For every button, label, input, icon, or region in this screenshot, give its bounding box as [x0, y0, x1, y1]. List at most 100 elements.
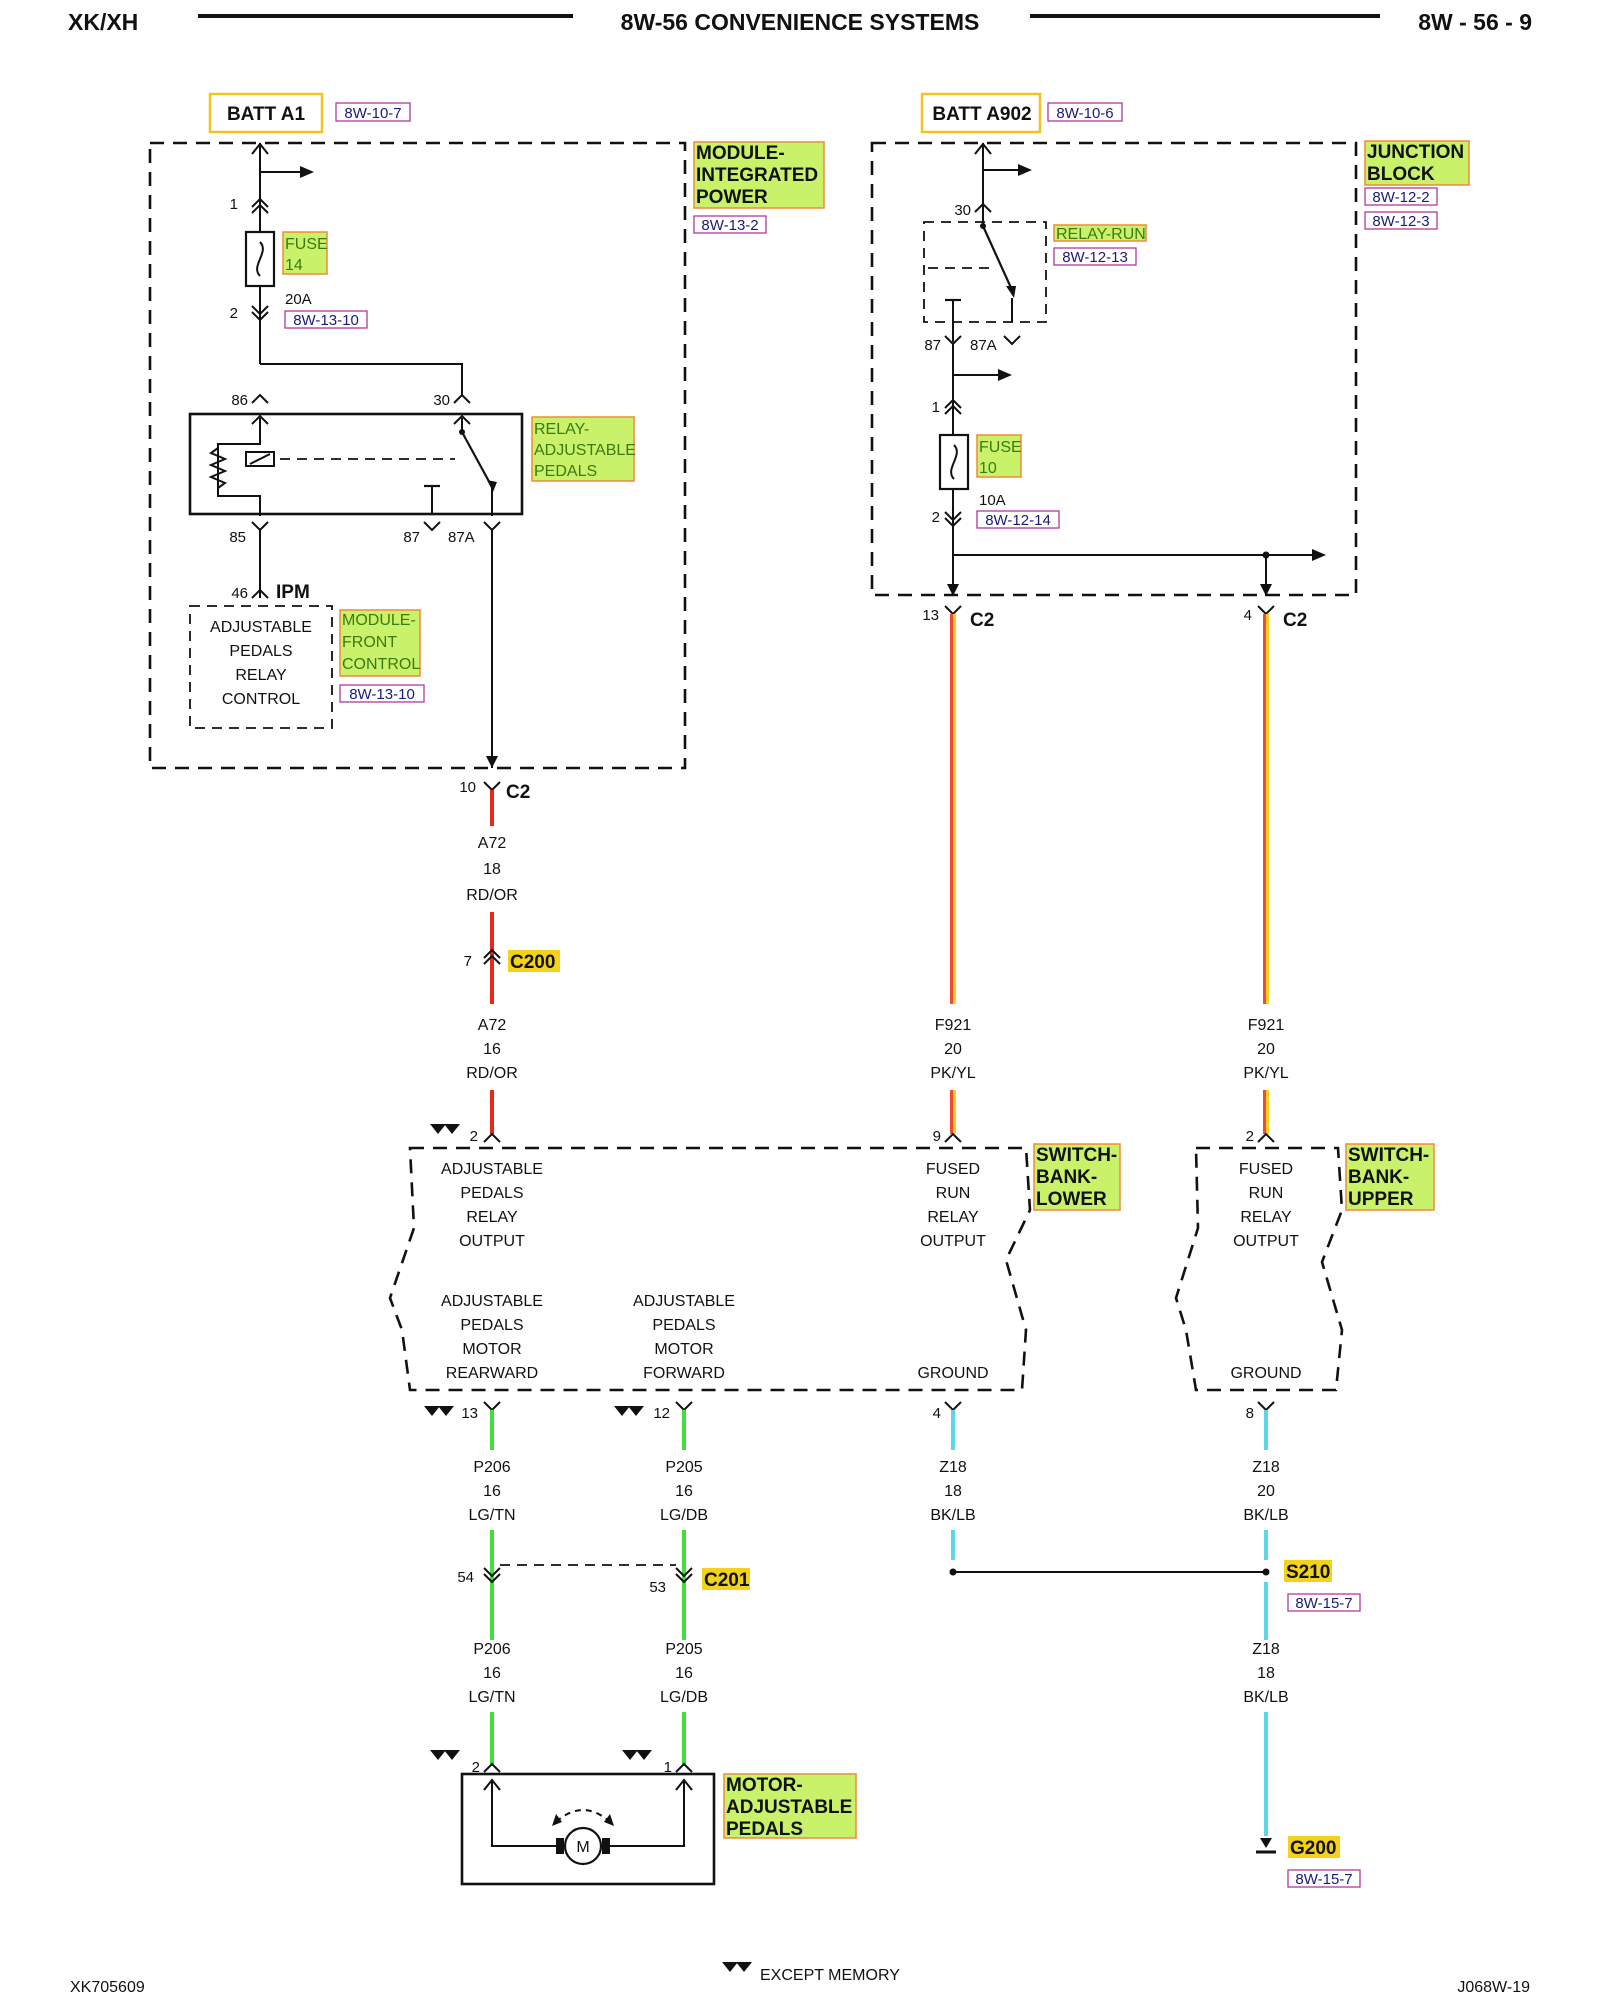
c201-highlight [702, 1568, 750, 1590]
wire-p206-b-circuit: P206 [473, 1641, 510, 1658]
fuse10-line1: FUSE [979, 439, 1022, 456]
wire-p205-a-color: LG/DB [660, 1507, 708, 1524]
switch-upper-fused-run-l2: RUN [1249, 1185, 1284, 1202]
wire-p206-b-gauge: 16 [483, 1665, 501, 1682]
legend-except-memory-marker [722, 1962, 738, 1972]
batt-a1-box [208, 92, 324, 134]
switch-upper-pin2: 2 [1246, 1128, 1254, 1145]
fuse10-element [950, 444, 958, 480]
switch-upper-line2: BANK- [1348, 1167, 1409, 1188]
g200-ground-icon [1260, 1838, 1272, 1848]
fuse14-pin1-chevron [251, 197, 269, 208]
wire-z18-c-color: BK/LB [1243, 1689, 1288, 1706]
wire-a72-16-circuit: A72 [478, 1017, 507, 1034]
relay-pin87a: 87A [448, 529, 475, 546]
switch-lower-fused-run-l2: RUN [936, 1185, 971, 1202]
relay-run-switch-arm [981, 225, 1014, 291]
c2-label-left: C2 [506, 782, 530, 803]
switch-lower-forward-l3: MOTOR [654, 1341, 713, 1358]
c201-label: C201 [704, 1570, 750, 1591]
fuse14-highlight [282, 231, 328, 275]
wire-p206-a-color: LG/TN [468, 1507, 515, 1524]
jb-ref2[interactable]: 8W-12-3 [1372, 213, 1429, 230]
switch-lower-fused-run-l4: OUTPUT [920, 1233, 986, 1250]
fuse10-ref[interactable]: 8W-12-14 [985, 512, 1051, 529]
g200-label: G200 [1290, 1838, 1336, 1859]
switch-lower-ground: GROUND [917, 1365, 988, 1382]
jb-ref2-box [1364, 211, 1438, 230]
ipm-pin46: 46 [231, 585, 248, 602]
fuse14-pin1: 1 [230, 196, 238, 213]
fuse14-ref-box [284, 310, 368, 329]
c200-highlight [508, 950, 560, 972]
c2-label-right-a: C2 [970, 610, 994, 631]
jb-ref1[interactable]: 8W-12-2 [1372, 189, 1429, 206]
motor-symbol-letter: M [576, 1839, 589, 1856]
g200-ref[interactable]: 8W-15-7 [1295, 1871, 1352, 1888]
fcm-line3: CONTROL [342, 656, 420, 673]
fuse14-pin2: 2 [230, 305, 238, 322]
switch-lower-line2: BANK- [1036, 1167, 1097, 1188]
wire-z18-c-circuit: Z18 [1252, 1641, 1280, 1658]
c200-pin7: 7 [464, 953, 472, 970]
g200-ref-box [1287, 1869, 1361, 1888]
wire-p206-a-circuit: P206 [473, 1459, 510, 1476]
fuse10-ref-box [976, 510, 1060, 529]
relay-run-highlight [1053, 224, 1147, 242]
relay-run-pin87: 87 [924, 337, 941, 354]
fuse14-pin2-chevron [251, 305, 269, 316]
s210-ref[interactable]: 8W-15-7 [1295, 1595, 1352, 1612]
relay-pin86-chevron [251, 393, 269, 404]
relay-coil-circuit [217, 418, 261, 516]
switch-lower-relay-output-l1: ADJUSTABLE [441, 1161, 543, 1178]
module-ipm-line3: POWER [696, 187, 768, 208]
switch-lower-forward-l2: PEDALS [652, 1317, 715, 1334]
fcm-ref[interactable]: 8W-13-10 [349, 686, 415, 703]
relay-pedals-highlight [531, 416, 635, 482]
switch-lower-pin4-chevron [944, 1401, 962, 1412]
relay-run-ref[interactable]: 8W-12-13 [1062, 249, 1128, 266]
except-memory-marker-2 [424, 1406, 440, 1416]
fuse14-ref[interactable]: 8W-13-10 [293, 312, 359, 329]
relay-run-label: RELAY-RUN [1056, 226, 1146, 243]
switch-lower-pin12-chevron [675, 1401, 693, 1412]
fcm-box-line3: RELAY [235, 667, 287, 684]
except-memory-marker-3 [614, 1406, 630, 1416]
relay-pin87a-chevron [483, 521, 501, 532]
ipm-pin46-chevron [251, 588, 269, 599]
module-ipm-ref[interactable]: 8W-13-2 [701, 217, 758, 234]
wire-z18-b-circuit: Z18 [1252, 1459, 1280, 1476]
fcm-highlight [339, 609, 421, 677]
ipm-branch-arrowhead [300, 166, 314, 178]
relay-pin87: 87 [403, 529, 420, 546]
batt-a902-ref[interactable]: 8W-10-6 [1056, 105, 1113, 122]
motor-line2: ADJUSTABLE [726, 1797, 852, 1818]
batt-a1-ref[interactable]: 8W-10-7 [344, 105, 401, 122]
switch-lower-pin13: 13 [461, 1405, 478, 1422]
relay-pin87-chevron [423, 521, 441, 532]
switch-lower-pin4: 4 [933, 1405, 941, 1422]
ipm-feed-arrow [251, 142, 269, 155]
header-title: 8W-56 CONVENIENCE SYSTEMS [621, 9, 980, 35]
relay-run-ref-box [1053, 247, 1137, 266]
s210-splice-dot [1262, 1568, 1270, 1576]
motor-wire-right [608, 1782, 685, 1847]
module-ipm-highlight [693, 141, 825, 209]
c2-pin13: 13 [922, 607, 939, 624]
junction-block-outline [870, 141, 1358, 597]
legend-except-memory: EXCEPT MEMORY [760, 1967, 900, 1984]
footer-drawing-id: J068W-19 [1457, 1979, 1530, 1996]
switch-upper-fused-run-l3: RELAY [1240, 1209, 1292, 1226]
s210-label: S210 [1286, 1562, 1330, 1583]
except-memory-marker-4 [430, 1750, 446, 1760]
c2-pin10-chevron [483, 781, 501, 792]
relay-pedals-line1: RELAY- [534, 421, 589, 438]
fuse10-pin1: 1 [932, 399, 940, 416]
module-integrated-power-outline [148, 141, 687, 770]
motor-pin2: 2 [472, 1759, 480, 1776]
motor-highlight [723, 1773, 857, 1839]
wire-f921-b-circuit: F921 [1248, 1017, 1285, 1034]
wire-a72-18-color: RD/OR [466, 887, 518, 904]
relay-coil-resistor [208, 447, 228, 489]
